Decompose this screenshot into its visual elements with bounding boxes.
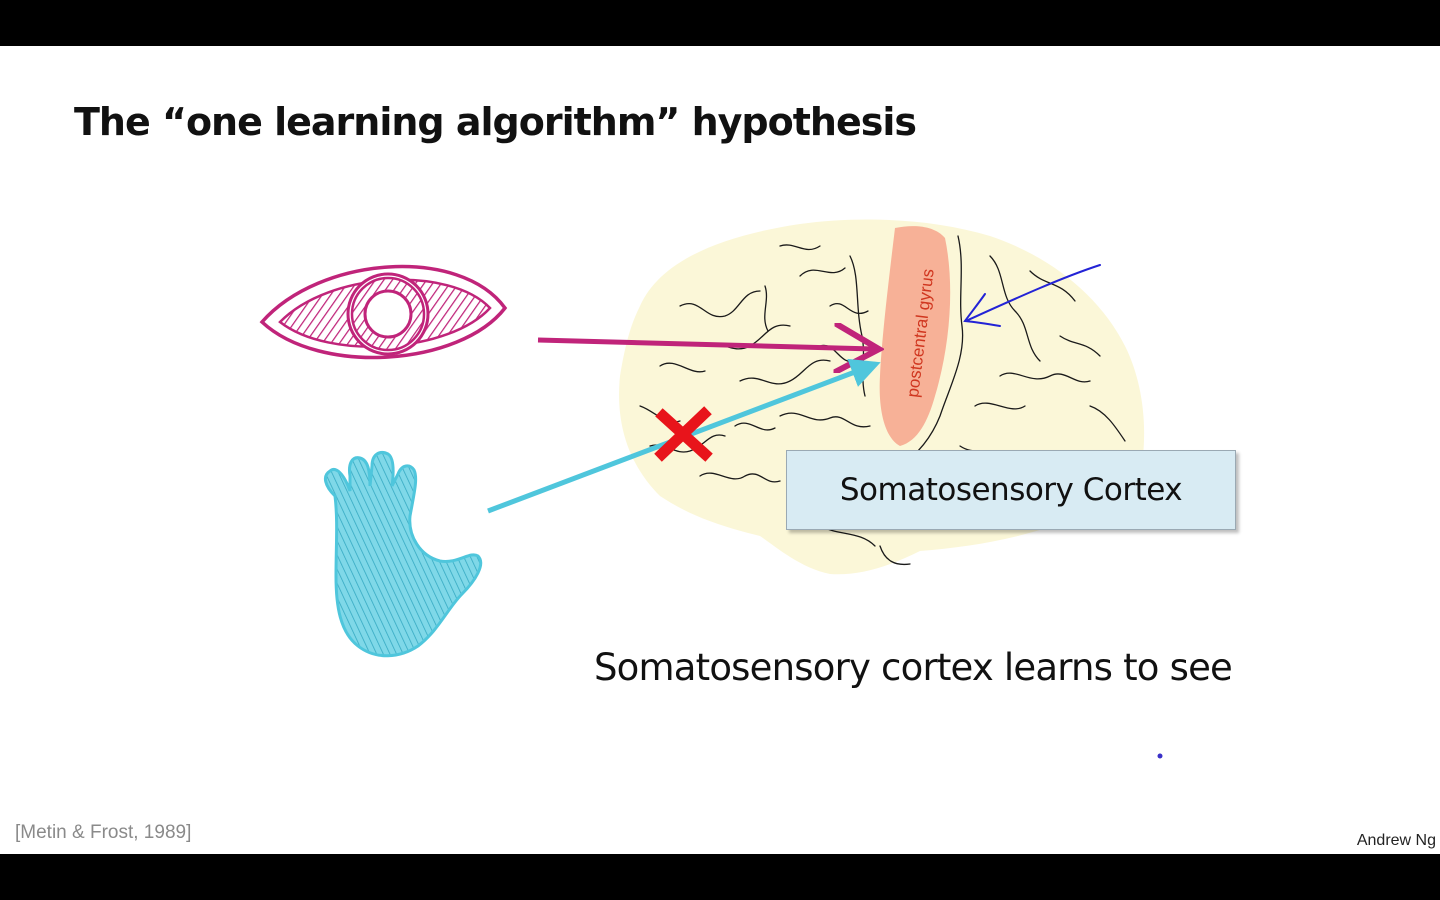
citation: [Metin & Frost, 1989] [15,822,192,843]
postcentral-gyrus-highlight [879,226,951,446]
slide-title: The “one learning algorithm” hypothesis [74,100,917,144]
red-x-icon [654,406,713,462]
pen-dot [1157,753,1163,759]
eye-icon [259,264,508,360]
pen-annotation-arrow [963,264,1101,327]
hand-icon [323,451,483,658]
author-credit: Andrew Ng [1356,832,1436,849]
slide-caption: Somatosensory cortex learns to see [594,646,1233,689]
somatosensory-cortex-label-box: Somatosensory Cortex [786,450,1236,530]
eye-to-cortex-arrow [537,340,874,349]
slide: The “one learning algorithm” hypothesis [0,46,1440,854]
cortex-label: Somatosensory Cortex [839,472,1183,508]
